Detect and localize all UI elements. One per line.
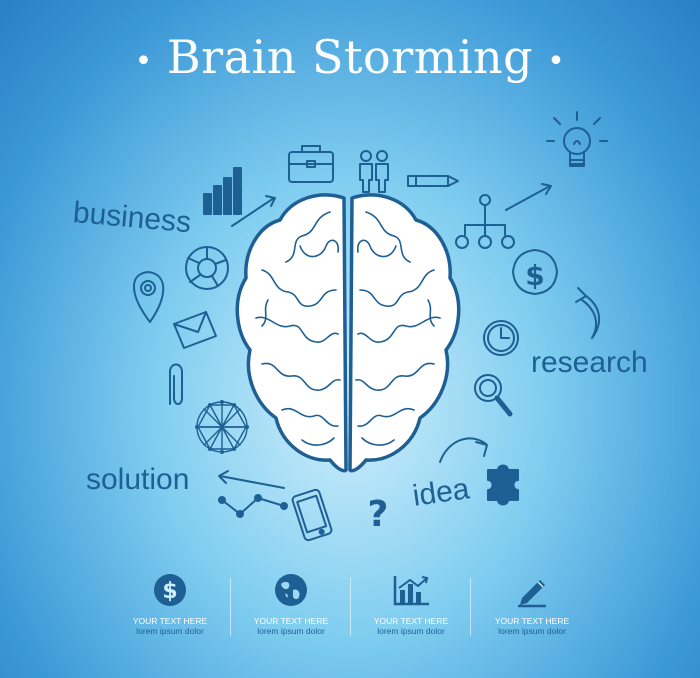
title-dot-left: • (134, 43, 153, 79)
footer-heading: YOUR TEXT HERE (253, 616, 329, 626)
svg-text:$: $ (525, 259, 544, 292)
arrow-icon (505, 183, 552, 211)
pencil-icon (518, 580, 546, 608)
brain-icon (235, 193, 461, 473)
footer-sub: lorem ipsum dolor (498, 626, 566, 636)
svg-text:?: ? (368, 494, 389, 535)
paperclip-icon (169, 363, 183, 405)
magnifier-icon (474, 374, 513, 417)
footer-item-2: YOUR TEXT HERE lorem ipsum dolor (231, 572, 351, 636)
people-icon (359, 150, 389, 193)
line-graph-icon (218, 494, 288, 518)
page-title: • Brain Storming • (0, 30, 700, 84)
clock-icon (483, 320, 519, 356)
footer-heading: YOUR TEXT HERE (494, 616, 570, 626)
footer-item-4: YOUR TEXT HERE lorem ipsum dolor (472, 572, 592, 636)
globe-mesh-icon (195, 400, 249, 454)
footer-sub: lorem ipsum dolor (377, 626, 445, 636)
arrow-left-icon (218, 470, 285, 489)
globe-icon (275, 574, 307, 606)
puzzle-icon (487, 464, 519, 506)
smartphone-icon (291, 488, 333, 542)
map-pin-icon (133, 271, 165, 323)
question-mark-icon: ? (368, 494, 389, 535)
footer-divider (350, 578, 351, 636)
label-solution: solution (86, 463, 190, 496)
lightbulb-icon (546, 111, 608, 167)
curved-arrow-icon (575, 287, 601, 339)
footer-sub: lorem ipsum dolor (257, 626, 325, 636)
pencil-icon (407, 175, 459, 187)
footer-features: $ YOUR TEXT HERE lorem ipsum dolor YOUR … (0, 572, 700, 652)
dollar-badge-icon: $ (512, 249, 558, 295)
footer-divider (470, 578, 471, 636)
footer-item-3: YOUR TEXT HERE lorem ipsum dolor (351, 572, 471, 636)
title-dot-right: • (547, 43, 566, 79)
svg-text:$: $ (162, 579, 177, 604)
footer-heading: YOUR TEXT HERE (373, 616, 449, 626)
label-research: research (531, 346, 648, 379)
briefcase-icon (288, 145, 334, 183)
bar-chart-icon (203, 167, 276, 227)
footer-item-1: $ YOUR TEXT HERE lorem ipsum dolor (110, 572, 230, 636)
footer-sub: lorem ipsum dolor (136, 626, 204, 636)
footer-heading: YOUR TEXT HERE (132, 616, 208, 626)
curved-arrow-to-idea-icon (439, 437, 488, 463)
envelope-icon (173, 311, 217, 349)
network-icon (455, 194, 515, 249)
dollar-icon: $ (154, 574, 186, 606)
title-text: Brain Storming (166, 30, 534, 84)
bar-chart-icon (393, 576, 429, 606)
footer-divider (230, 578, 231, 636)
donut-chart-icon (185, 246, 229, 290)
